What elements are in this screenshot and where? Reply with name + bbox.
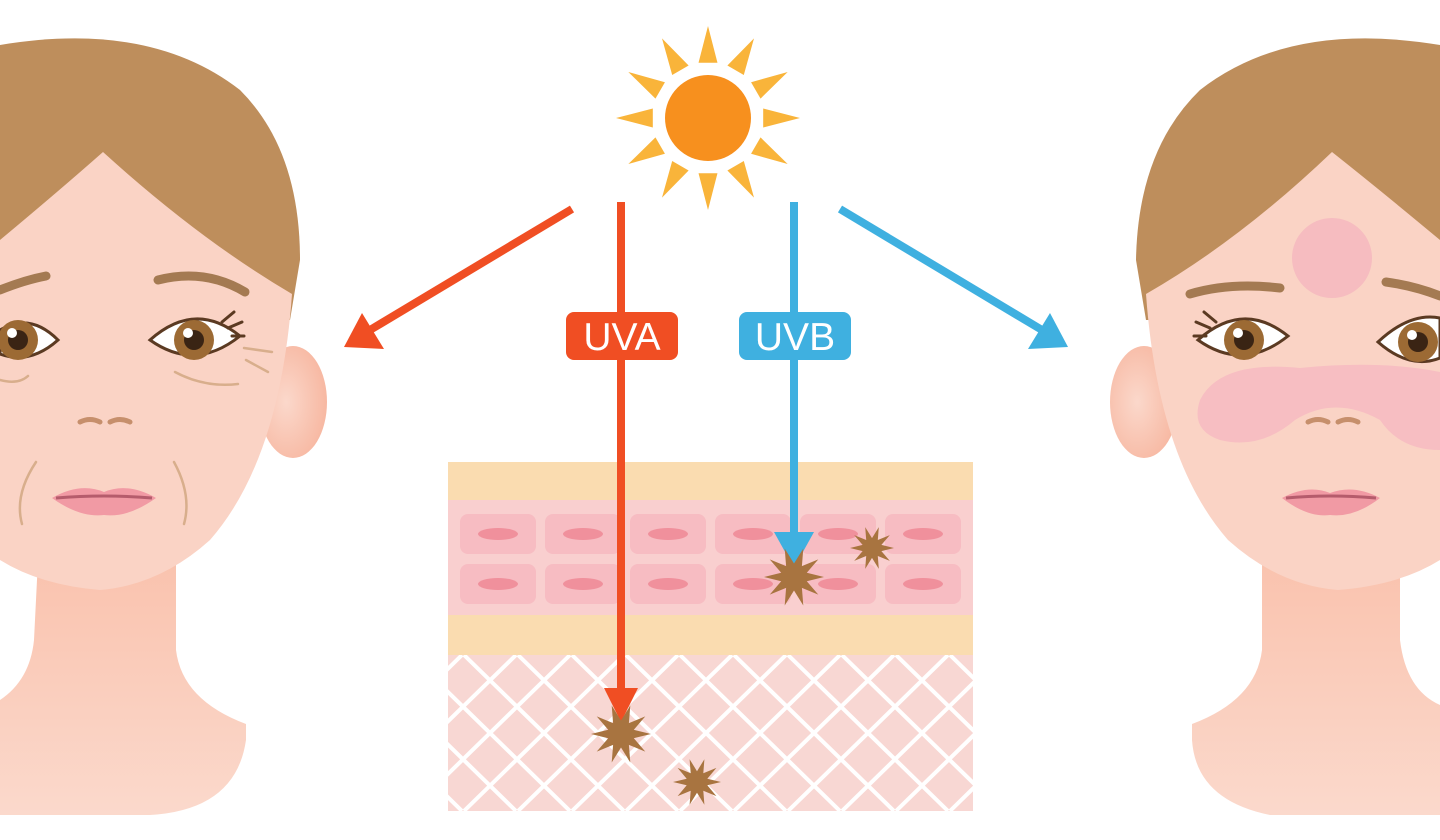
collagen-fiber bbox=[448, 794, 464, 811]
right-eye-right bbox=[1375, 315, 1440, 364]
cell-nucleus bbox=[648, 578, 688, 590]
uvb-arrow-down-head bbox=[774, 532, 814, 568]
sun-ray bbox=[751, 137, 788, 164]
cell-nucleus bbox=[818, 578, 858, 590]
damage-starbursts bbox=[591, 527, 894, 805]
collagen-fiber bbox=[948, 785, 973, 811]
cell-nucleus bbox=[563, 578, 603, 590]
collagen-fiber bbox=[448, 655, 464, 672]
collagen-fiber bbox=[248, 655, 408, 811]
damage-starburst-icon bbox=[764, 548, 824, 606]
left-eye-left bbox=[0, 320, 61, 360]
uvb-arrows bbox=[774, 202, 1068, 568]
uva-arrow-to-face-head bbox=[344, 313, 384, 349]
uva-arrows bbox=[344, 202, 638, 722]
cell-nucleus bbox=[478, 528, 518, 540]
basal-layer bbox=[448, 615, 973, 655]
sun-ray bbox=[727, 161, 754, 198]
uva-label-text: UVA bbox=[583, 316, 660, 359]
epidermis-top-layer bbox=[448, 462, 973, 500]
collagen-fiber bbox=[248, 655, 408, 811]
dermis-collagen-mesh bbox=[248, 655, 1164, 811]
right-neck bbox=[1192, 520, 1440, 815]
uva-label: UVA bbox=[566, 312, 678, 360]
sun-ray bbox=[763, 108, 800, 128]
cell-nucleus bbox=[818, 528, 858, 540]
cell-nucleus bbox=[478, 578, 518, 590]
collagen-fiber bbox=[894, 733, 973, 811]
right-eye-left bbox=[1192, 310, 1291, 360]
right-face-sunburn bbox=[1110, 38, 1440, 815]
uvb-arrow-to-face bbox=[837, 205, 1045, 334]
skin-cells bbox=[460, 514, 961, 604]
uva-arrow-to-face bbox=[367, 205, 575, 334]
sun-ray bbox=[628, 72, 665, 99]
left-mouth bbox=[52, 488, 156, 516]
sun-icon bbox=[616, 26, 800, 210]
cell-nucleus bbox=[648, 528, 688, 540]
uvb-label-text: UVB bbox=[755, 316, 835, 359]
right-brow-left bbox=[1185, 281, 1285, 299]
left-brow-right bbox=[153, 271, 250, 297]
skin-cross-section bbox=[248, 462, 1164, 811]
cell-nucleus bbox=[733, 578, 773, 590]
right-forehead-spot bbox=[1292, 218, 1372, 298]
collagen-fiber bbox=[948, 655, 973, 681]
left-eye-right bbox=[147, 310, 246, 360]
damage-starburst-icon bbox=[850, 527, 894, 569]
right-cheek-redness bbox=[1197, 364, 1440, 450]
collagen-fiber bbox=[894, 655, 973, 733]
sun-ray bbox=[727, 38, 754, 75]
cell-nucleus bbox=[903, 528, 943, 540]
sun-ray bbox=[628, 137, 665, 164]
cell-nucleus bbox=[903, 578, 943, 590]
damage-starburst-icon bbox=[673, 759, 721, 805]
damage-starburst-icon bbox=[591, 705, 651, 763]
sun-ray bbox=[698, 173, 718, 210]
left-face-aged bbox=[0, 38, 327, 815]
sun-ray bbox=[662, 161, 689, 198]
dermis-layer bbox=[448, 655, 973, 811]
uva-arrow-down-head bbox=[604, 688, 638, 722]
cell-nucleus bbox=[733, 528, 773, 540]
sun-ray bbox=[616, 108, 653, 128]
uvb-label: UVB bbox=[739, 312, 851, 360]
sun-ray bbox=[662, 38, 689, 75]
sun-ray bbox=[698, 26, 718, 63]
collagen-fiber bbox=[840, 680, 973, 811]
right-mouth bbox=[1282, 489, 1380, 516]
cell-nucleus bbox=[563, 528, 603, 540]
right-nose bbox=[1305, 417, 1361, 425]
uvb-arrow-to-face-head bbox=[1028, 313, 1068, 349]
left-wrinkles bbox=[0, 346, 274, 526]
collagen-fiber bbox=[1004, 655, 1164, 811]
left-neck bbox=[0, 520, 246, 815]
sun-ray bbox=[751, 72, 788, 99]
left-face-skin bbox=[0, 152, 292, 590]
left-nose bbox=[77, 417, 133, 425]
right-brow-right bbox=[1381, 277, 1440, 301]
left-brow-left bbox=[0, 271, 51, 295]
collagen-fiber bbox=[1004, 655, 1164, 811]
